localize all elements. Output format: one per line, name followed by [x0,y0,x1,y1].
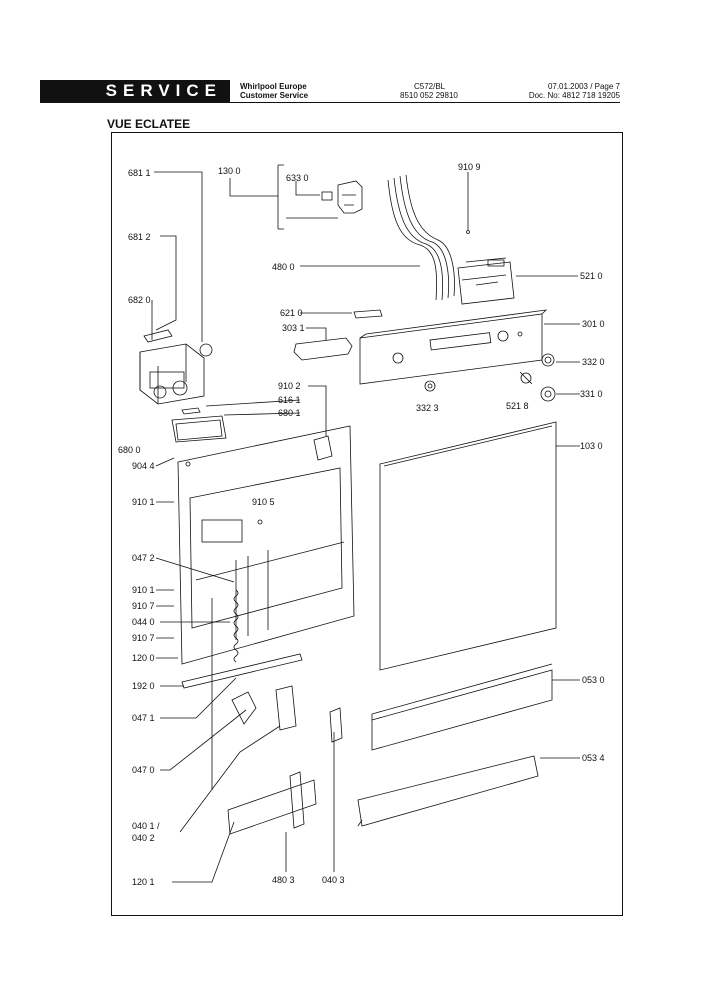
label-904-4: 904 4 [132,461,155,471]
label-681-2: 681 2 [128,232,151,242]
company-line1: Whirlpool Europe [240,82,307,91]
label-331-0: 331 0 [580,389,603,399]
inner-door-part [177,425,355,665]
hinge-parts [227,685,343,835]
doc-number: Doc. No: 4812 718 19205 [528,91,620,100]
label-040-3: 040 3 [322,875,345,885]
part-number-labels: 681 1 130 0 633 0 910 9 681 2 480 0 521 … [118,162,605,887]
service-label: SERVICE [40,80,230,102]
label-910-7-a: 910 7 [132,601,155,611]
label-332-0: 332 0 [582,357,605,367]
header-rule [40,102,620,103]
dispenser-part [139,329,213,405]
label-047-1: 047 1 [132,713,155,723]
knob-parts [424,353,556,402]
dispenser-gasket [171,407,227,443]
label-040-1: 040 1 / [132,821,160,831]
door-switch-part [321,180,363,214]
door-spring [233,589,239,663]
label-301-0: 301 0 [582,319,605,329]
label-680-1: 680 1 [278,408,301,418]
date-page: 07.01.2003 / Page 7 [547,82,620,91]
label-682-0: 682 0 [128,295,151,305]
kick-trim-part [357,755,539,827]
label-910-7-b: 910 7 [132,633,155,643]
clip-part [353,309,383,319]
label-047-2: 047 2 [132,553,155,563]
label-680-0: 680 0 [118,445,141,455]
model-code: 8510 052 29810 [400,91,458,100]
label-047-0: 047 0 [132,765,155,775]
kick-plate-part [371,663,553,751]
label-120-0: 120 0 [132,653,155,663]
outer-door-panel [379,421,557,671]
diagram-frame [111,132,623,916]
label-044-0: 044 0 [132,617,155,627]
company-line2: Customer Service [240,91,309,100]
label-303-1: 303 1 [282,323,305,333]
label-480-3: 480 3 [272,875,295,885]
label-120-1: 120 1 [132,877,155,887]
handle-part [293,337,353,361]
label-681-1: 681 1 [128,168,151,178]
label-130-0: 130 0 [218,166,241,176]
service-header: SERVICE Whirlpool Europe Customer Servic… [40,80,620,103]
label-910-1-a: 910 1 [132,497,155,507]
label-332-3: 332 3 [416,403,439,413]
label-621-0: 621 0 [280,308,303,318]
label-910-1-b: 910 1 [132,585,155,595]
label-053-0: 053 0 [582,675,605,685]
label-616-1: 616 1 [278,395,301,405]
label-910-9: 910 9 [458,162,481,172]
label-192-0: 192 0 [132,681,155,691]
label-040-2: 040 2 [132,833,155,843]
label-521-8: 521 8 [506,401,529,411]
wiring-harness-part [387,174,470,301]
model-name: C572/BL [414,82,446,91]
label-633-0: 633 0 [286,173,309,183]
label-480-0: 480 0 [272,262,295,272]
control-panel-part [359,309,548,385]
leader-lines [151,164,580,883]
label-521-0: 521 0 [580,271,603,281]
label-053-4: 053 4 [582,753,605,763]
label-910-2: 910 2 [278,381,301,391]
electronic-board-part [457,257,515,305]
label-910-5: 910 5 [252,497,275,507]
page-title: VUE ECLATEE [107,117,191,131]
label-103-0: 103 0 [580,441,603,451]
